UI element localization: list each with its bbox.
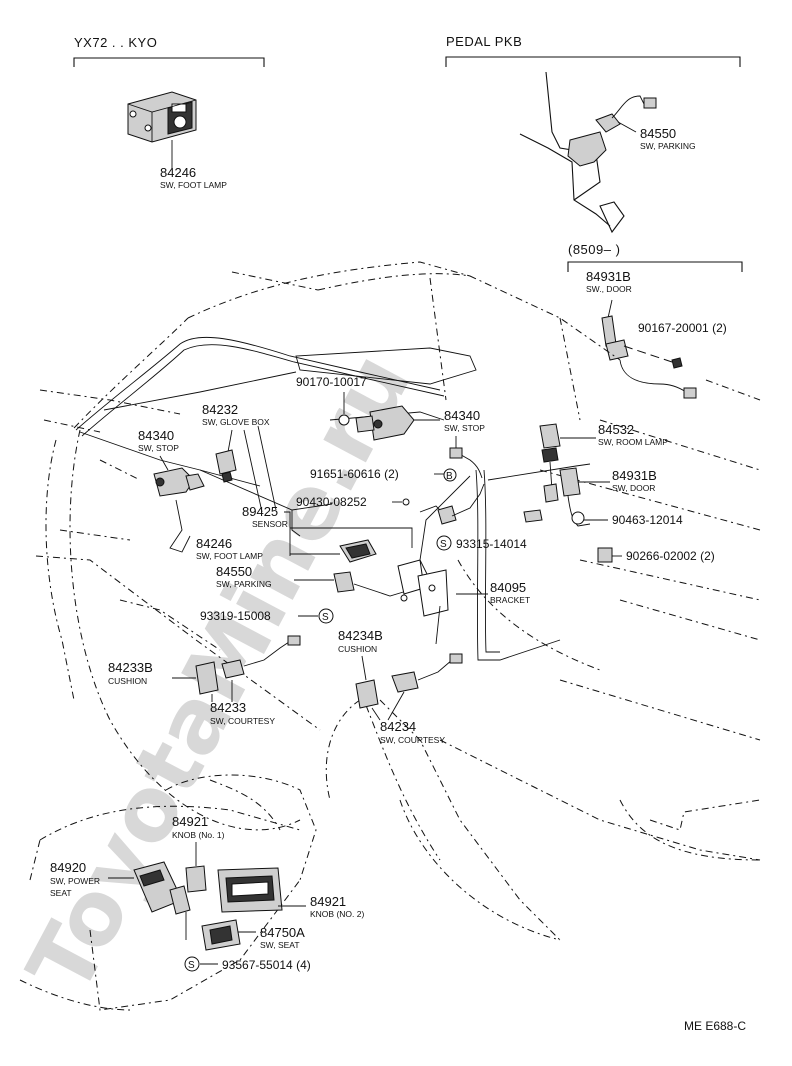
- part-90430-number: 90430-08252: [296, 495, 367, 509]
- part-84920-desc2: SEAT: [50, 888, 72, 898]
- part-84234b-desc: CUSHION: [338, 644, 377, 654]
- bolt-b-icon: [443, 468, 457, 482]
- svg-text:S: S: [440, 539, 447, 550]
- part-84550-mid-desc: SW, PARKING: [216, 579, 272, 589]
- part-90170-number: 90170-10017: [296, 375, 367, 389]
- courtesy-switch-right-drawing: [355, 653, 463, 721]
- part-84246-top-desc: SW, FOOT LAMP: [160, 180, 227, 190]
- part-84931b-top-number: 84931B: [586, 269, 631, 284]
- bracket-drawing: [397, 559, 488, 645]
- part-93567-number: 93567-55014 (4): [222, 958, 311, 972]
- seat-switch-drawing: [201, 919, 241, 951]
- screw-93567-icon: [184, 956, 200, 972]
- parking-switch-mid-drawing: [333, 571, 411, 597]
- part-84550-top-desc: SW, PARKING: [640, 141, 696, 151]
- part-84340-right-number: 84340: [444, 408, 480, 423]
- part-84340-left-desc: SW, STOP: [138, 443, 179, 453]
- part-90463-number: 90463-12014: [612, 513, 683, 527]
- part-84246-top-number: 84246: [160, 165, 196, 180]
- part-84931b-mid-desc: SW, DOOR: [612, 483, 655, 493]
- part-93319-number: 93319-15008: [200, 609, 271, 623]
- part-84750a-number: 84750A: [260, 925, 305, 940]
- group-yx72: YX72 . . KYO: [73, 35, 265, 67]
- part-84921-2-desc: KNOB (NO. 2): [310, 909, 364, 919]
- part-84233b-desc: CUSHION: [108, 676, 147, 686]
- diagram-code: ME E688-C: [684, 1019, 746, 1033]
- part-84234-desc: SW, COURTESY: [380, 735, 445, 745]
- washer-90430-icon: [402, 498, 410, 506]
- part-84233-desc: SW, COURTESY: [210, 716, 275, 726]
- part-84246-mid-number: 84246: [196, 536, 232, 551]
- part-84234-number: 84234: [380, 719, 416, 734]
- part-84233b-number: 84233B: [108, 660, 153, 675]
- part-84340-right-desc: SW, STOP: [444, 423, 485, 433]
- sensor-drawing: [419, 483, 485, 525]
- part-84920-number: 84920: [50, 860, 86, 875]
- part-84550-mid-number: 84550: [216, 564, 252, 579]
- group-pedal-label: PEDAL PKB: [446, 34, 522, 49]
- courtesy-switch-left-drawing: [195, 635, 301, 702]
- watermark: ToyotaMine.ru: [8, 337, 431, 1010]
- part-84532-number: 84532: [598, 422, 634, 437]
- group-yx72-label: YX72 . . KYO: [74, 35, 157, 50]
- part-84095-number: 84095: [490, 580, 526, 595]
- part-84232-desc: SW, GLOVE BOX: [202, 417, 270, 427]
- part-84550-top-number: 84550: [640, 126, 676, 141]
- svg-text:S: S: [322, 612, 329, 623]
- knob-no1-drawing: [185, 865, 207, 893]
- part-84095-desc: BRACKET: [490, 595, 530, 605]
- part-90266-number: 90266-02002 (2): [626, 549, 715, 563]
- foot-lamp-switch-top-drawing: [127, 91, 197, 168]
- part-84921-2-number: 84921: [310, 894, 346, 909]
- part-90167-number: 90167-20001 (2): [638, 321, 727, 335]
- clip-90170-icon: [338, 414, 350, 426]
- part-89425-desc: SENSOR: [252, 519, 288, 529]
- screw-93319-icon: [318, 608, 334, 624]
- part-84931b-top-desc: SW., DOOR: [586, 284, 632, 294]
- part-89425-number: 89425: [242, 504, 278, 519]
- group-date-range: (8509– ): [567, 242, 743, 272]
- part-91651-number: 91651-60616 (2): [310, 467, 399, 481]
- door-switch-mid-drawing: [559, 467, 610, 527]
- part-84750a-desc: SW, SEAT: [260, 940, 300, 950]
- door-switch-top-drawing: [601, 299, 697, 399]
- part-84232-number: 84232: [202, 402, 238, 417]
- power-seat-switch-drawing: [133, 861, 191, 940]
- part-84246-mid-desc: SW, FOOT LAMP: [196, 551, 263, 561]
- svg-text:S: S: [188, 960, 195, 971]
- group-date-range-label: (8509– ): [568, 242, 620, 257]
- part-84233-number: 84233: [210, 700, 246, 715]
- part-84340-left-number: 84340: [138, 428, 174, 443]
- foot-lamp-switch-mid-drawing: [339, 539, 377, 563]
- knob-no2-drawing: [217, 867, 283, 913]
- part-84532-desc: SW, ROOM LAMP: [598, 437, 668, 447]
- part-84921-1-number: 84921: [172, 814, 208, 829]
- room-lamp-switch-drawing: [539, 423, 596, 503]
- glove-box-switch-drawing: [215, 429, 237, 483]
- parking-switch-top-drawing: [519, 71, 657, 234]
- stop-switch-right-drawing: [355, 405, 483, 479]
- seat-outline: [19, 774, 317, 1011]
- dashboard-harness: [75, 336, 591, 661]
- part-84921-1-desc: KNOB (No. 1): [172, 830, 225, 840]
- screw-93315-icon: [436, 535, 452, 551]
- part-93315-number: 93315-14014: [456, 537, 527, 551]
- part-84920-desc: SW, POWER: [50, 876, 100, 886]
- part-84931b-mid-number: 84931B: [612, 468, 657, 483]
- svg-text:B: B: [446, 471, 453, 482]
- stop-switch-left-drawing: [153, 455, 205, 553]
- group-pedal: PEDAL PKB: [445, 34, 741, 67]
- part-84234b-number: 84234B: [338, 628, 383, 643]
